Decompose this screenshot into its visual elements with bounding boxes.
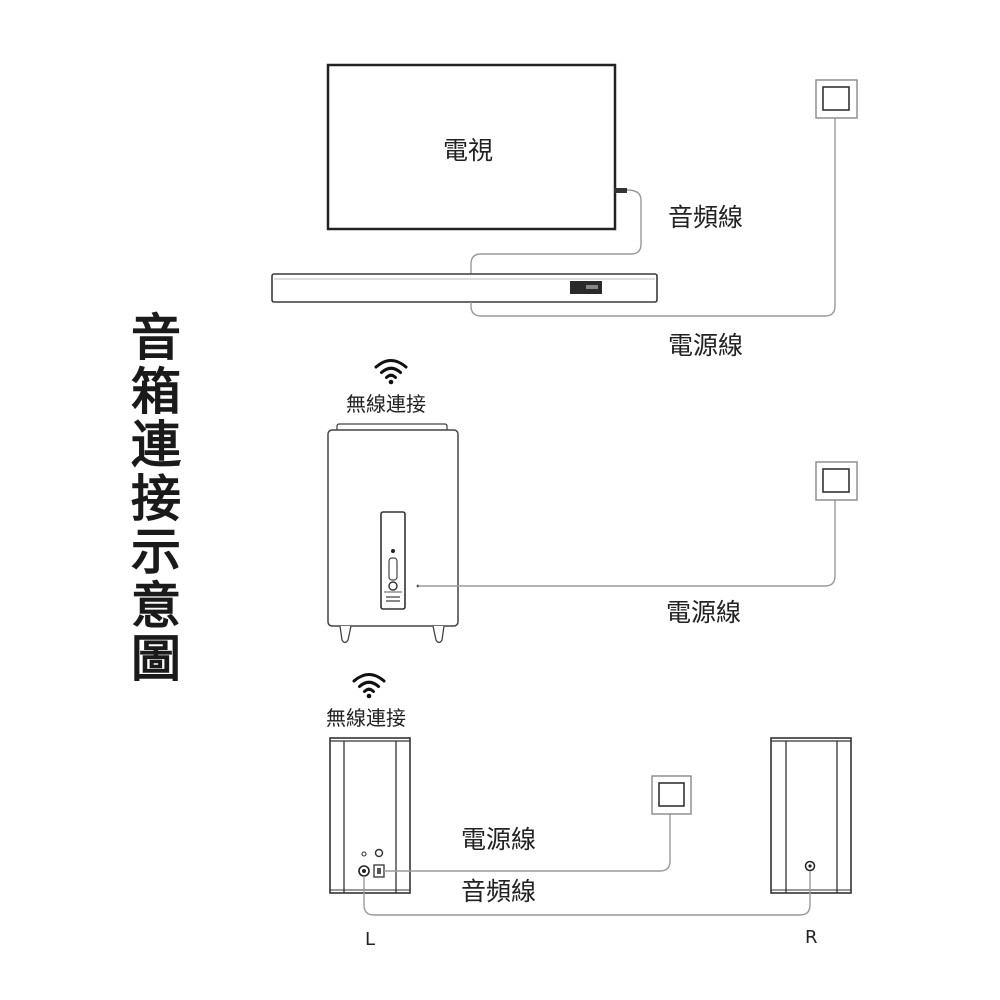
subwoofer-indicator <box>391 549 395 553</box>
power-outlet-icon <box>815 79 858 119</box>
right-channel-label: R <box>805 927 818 948</box>
left-channel-label: L <box>365 929 376 950</box>
title-char: 接 <box>131 469 181 528</box>
audio-cable-tv <box>470 189 642 274</box>
subwoofer-slot <box>388 557 398 581</box>
diagram-title: 音 箱 連 接 示 意 圖 <box>126 309 186 688</box>
tv-label: 電視 <box>443 136 494 165</box>
title-char: 示 <box>131 523 181 581</box>
title-char: 箱 <box>131 362 181 421</box>
tv-screen <box>326 63 617 231</box>
power-outlet-icon <box>815 461 858 501</box>
wireless-label: 無線連接 <box>346 392 426 416</box>
wifi-icon <box>374 359 408 385</box>
title-char: 音 <box>131 309 181 367</box>
soundbar <box>271 273 658 303</box>
subwoofer-power-port <box>388 581 398 591</box>
power-cable-label: 電源線 <box>461 825 537 854</box>
right-speaker <box>770 737 852 894</box>
power-cable-label: 電源線 <box>668 331 744 360</box>
left-speaker <box>329 737 411 894</box>
power-cable-rear <box>384 814 671 872</box>
audio-cable-rear <box>363 871 811 916</box>
wireless-label: 無線連接 <box>326 706 406 730</box>
power-outlet-icon <box>651 775 692 815</box>
subwoofer-foot-left <box>339 625 352 644</box>
tv-audio-plug <box>614 188 627 193</box>
title-char: 意 <box>131 576 181 635</box>
audio-cable-label: 音頻線 <box>668 203 744 232</box>
subwoofer-foot-right <box>432 625 445 644</box>
title-char: 圖 <box>131 630 181 688</box>
soundbar-display-detail <box>586 285 598 289</box>
subwoofer-panel-mark <box>386 596 400 598</box>
subwoofer-panel-mark <box>386 600 400 602</box>
audio-cable-label: 音頻線 <box>461 877 537 906</box>
wifi-icon <box>352 673 386 699</box>
power-cable-soundbar <box>470 118 836 317</box>
power-cable-subwoofer <box>418 500 836 587</box>
power-cable-label: 電源線 <box>666 598 742 627</box>
title-char: 連 <box>131 416 181 474</box>
